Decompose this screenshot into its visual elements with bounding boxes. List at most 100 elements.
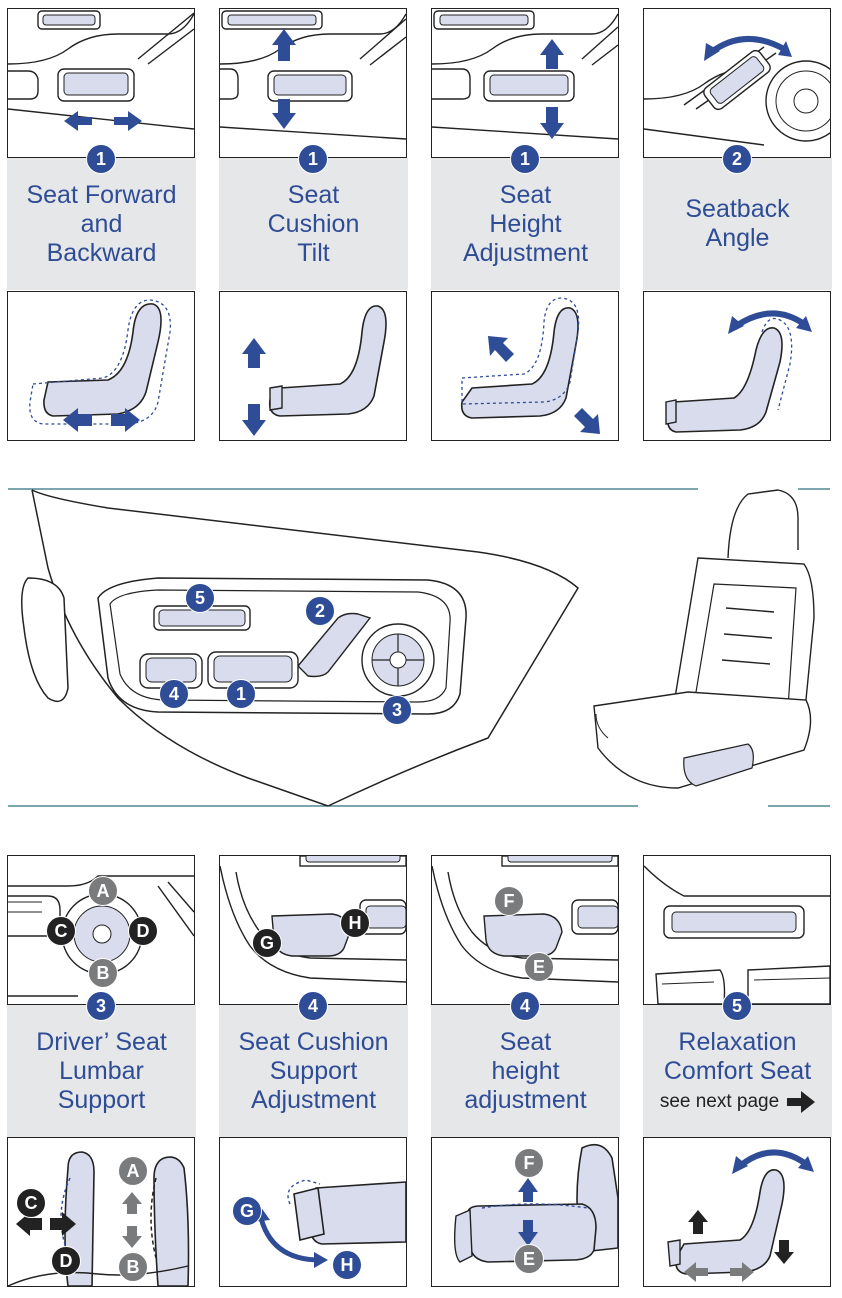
switch-cushion-support-drawing xyxy=(220,856,406,983)
function-label: Seat Cushion Support Adjustment xyxy=(219,1005,408,1137)
label-line-1: Seat xyxy=(287,180,340,209)
label-line-1: Seat Cushion xyxy=(238,1027,389,1056)
switch-illustration xyxy=(7,8,195,158)
function-label-panel: Seat Cushion Support Adjustment xyxy=(219,1005,408,1137)
function-label: Seat height adjustment xyxy=(431,1005,620,1137)
switch-seatback-drawing xyxy=(644,36,830,146)
label-line-1: Relaxation xyxy=(678,1028,797,1056)
switch-illustration xyxy=(219,8,407,158)
label-line-2: Lumbar xyxy=(59,1056,144,1085)
label-line-3: adjustment xyxy=(464,1085,587,1114)
marker-a: A xyxy=(88,876,118,906)
control-number-badge: 4 xyxy=(298,991,328,1021)
label-line-3: Support xyxy=(57,1085,146,1114)
function-label-panel: Seat Cushion Tilt xyxy=(219,158,408,290)
switch-cushion-tilt-drawing xyxy=(220,10,406,140)
seat-lumbar-drawing xyxy=(8,1151,190,1286)
seat-illustration: F E xyxy=(431,1137,619,1287)
switch-3-badge: 3 xyxy=(382,695,412,725)
seat-illustration: C D A B xyxy=(7,1137,195,1287)
label-line-1: Seat xyxy=(499,180,552,209)
control-number-badge: 5 xyxy=(722,991,752,1021)
label-line-1: Driver’ Seat xyxy=(36,1027,167,1056)
arrow-right-icon xyxy=(787,1091,816,1113)
seat-recline-drawing xyxy=(665,310,812,433)
seat-marker-b: B xyxy=(118,1252,148,1282)
seat-marker-d: D xyxy=(51,1246,81,1276)
marker-b: B xyxy=(88,958,118,988)
seat-height-drawing xyxy=(460,297,600,434)
function-label-panel: Seatback Angle xyxy=(643,158,832,290)
label-line-2: Height xyxy=(489,209,562,238)
function-label: Seat Cushion Tilt xyxy=(219,158,408,290)
switch-illustration: A C D B xyxy=(7,855,195,1005)
label-line-3: Adjustment xyxy=(250,1085,377,1114)
switch-2-badge: 2 xyxy=(305,596,335,626)
seat-illustration: G H xyxy=(219,1137,407,1287)
marker-c: C xyxy=(46,916,76,946)
seat-cushion-tilt-drawing xyxy=(242,305,387,436)
label-line-3: Backward xyxy=(46,238,157,267)
seat-marker-a: A xyxy=(118,1156,148,1186)
seat-illustration xyxy=(643,291,831,441)
switch-illustration: F E xyxy=(431,855,619,1005)
switch-1-badge: 1 xyxy=(226,679,256,709)
function-label-panel: Relaxation Comfort Seat see next page xyxy=(643,1005,832,1137)
switch-illustration: G H xyxy=(219,855,407,1005)
seat-cushion-support-drawing xyxy=(252,1179,406,1268)
switch-height-drawing xyxy=(432,10,618,140)
switch-forward-backward-drawing xyxy=(8,10,194,131)
label-line-1: Seat xyxy=(499,1027,552,1056)
marker-g: G xyxy=(252,928,282,958)
seat-cushion-height-drawing xyxy=(453,1143,618,1263)
control-number-badge: 1 xyxy=(86,144,116,174)
function-label: Seat Forward and Backward xyxy=(7,158,196,290)
seat-marker-e: E xyxy=(514,1244,544,1274)
function-label-panel: Driver’ Seat Lumbar Support xyxy=(7,1005,196,1137)
seat-relaxation-drawing xyxy=(667,1149,814,1282)
function-label: Seat Height Adjustment xyxy=(431,158,620,290)
switch-relaxation-drawing xyxy=(644,865,830,1004)
seat-marker-h: H xyxy=(332,1250,362,1280)
switch-illustration xyxy=(431,8,619,158)
marker-e: E xyxy=(524,952,554,982)
label-line-2: Angle xyxy=(705,224,770,252)
see-next-page-note: see next page xyxy=(659,1090,816,1114)
label-line-2: height xyxy=(491,1056,560,1085)
seat-illustration xyxy=(7,291,195,441)
function-label-panel: Seat Height Adjustment xyxy=(431,158,620,290)
control-number-badge: 1 xyxy=(298,144,328,174)
seat-illustration xyxy=(643,1137,831,1287)
see-next-page-text: see next page xyxy=(659,1091,780,1112)
switch-4-badge: 4 xyxy=(159,679,189,709)
switch-illustration xyxy=(643,8,831,158)
seat-control-overview: 5 2 4 1 3 xyxy=(8,488,830,808)
switch-5-badge: 5 xyxy=(185,583,215,613)
control-number-badge: 4 xyxy=(510,991,540,1021)
seat-marker-c: C xyxy=(16,1188,46,1218)
label-line-2: Cushion xyxy=(267,209,360,238)
switch-cushion-height-drawing xyxy=(432,856,618,983)
control-number-badge: 3 xyxy=(86,991,116,1021)
door-panel-and-seat-drawing xyxy=(8,488,830,807)
label-line-3: Tilt xyxy=(297,238,330,267)
label-line-2: and xyxy=(80,209,123,238)
control-number-badge: 2 xyxy=(722,144,752,174)
function-label-panel: Seat height adjustment xyxy=(431,1005,620,1137)
label-line-2: Comfort Seat xyxy=(663,1057,812,1085)
seat-marker-f: F xyxy=(514,1148,544,1178)
seat-illustration xyxy=(431,291,619,441)
marker-d: D xyxy=(128,916,158,946)
label-line-3: Adjustment xyxy=(462,238,589,267)
function-label-panel: Seat Forward and Backward xyxy=(7,158,196,290)
label-line-1: Seatback xyxy=(685,195,790,223)
marker-f: F xyxy=(494,886,524,916)
seat-illustration xyxy=(219,291,407,441)
function-label: Driver’ Seat Lumbar Support xyxy=(7,1005,196,1137)
control-number-badge: 1 xyxy=(510,144,540,174)
seat-forward-backward-drawing xyxy=(29,299,171,432)
label-line-1: Seat Forward xyxy=(26,180,177,209)
function-label: Relaxation Comfort Seat see next page xyxy=(643,1005,832,1137)
function-label: Seatback Angle xyxy=(643,158,832,290)
switch-illustration xyxy=(643,855,831,1005)
